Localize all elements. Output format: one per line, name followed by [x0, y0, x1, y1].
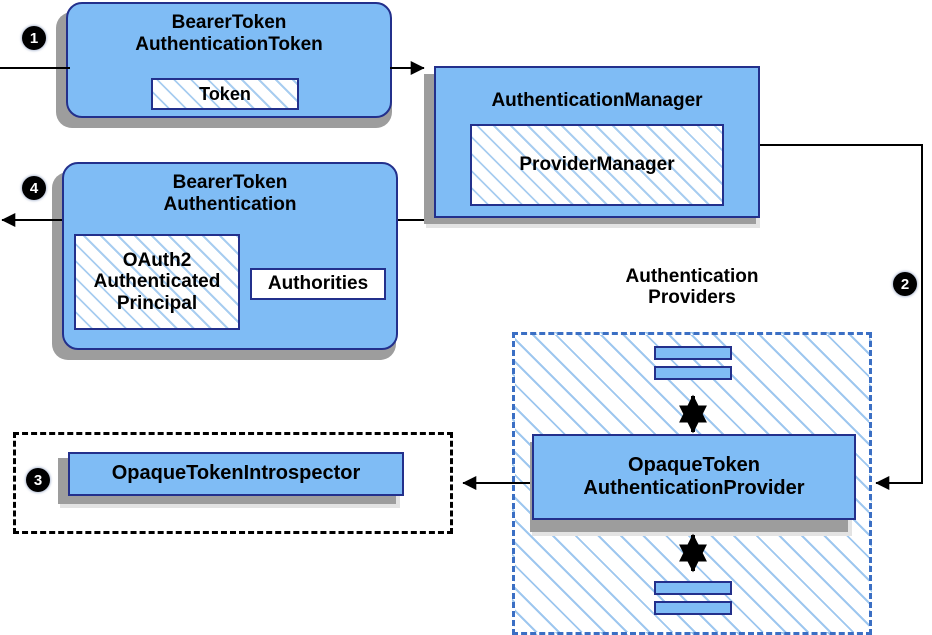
opaque-token-authentication-provider-node[interactable]: OpaqueToken AuthenticationProvider: [532, 434, 856, 520]
authentication-manager-title: AuthenticationManager: [491, 90, 703, 111]
step-badge-4: 4: [22, 176, 46, 200]
provider-bar-top-2: [654, 366, 732, 380]
bearer-token-authentication-token-title: BearerToken AuthenticationToken: [135, 12, 323, 56]
oauth2-authenticated-principal-box: OAuth2 Authenticated Principal: [74, 234, 240, 330]
authorities-box: Authorities: [250, 268, 386, 300]
authentication-providers-label: Authentication Providers: [625, 266, 759, 309]
provider-manager-box: ProviderManager: [470, 124, 724, 206]
step-badge-3: 3: [26, 468, 50, 492]
provider-bar-bottom-1: [654, 581, 732, 595]
step-badge-1: 1: [22, 26, 46, 50]
opaque-token-introspector-node[interactable]: OpaqueTokenIntrospector: [68, 452, 404, 496]
bearer-token-authentication-title: BearerToken Authentication: [163, 172, 297, 216]
introspector-group-container: [13, 432, 453, 534]
token-box: Token: [151, 78, 299, 110]
provider-bar-bottom-2: [654, 601, 732, 615]
step-badge-2: 2: [893, 272, 917, 296]
provider-bar-top-1: [654, 346, 732, 360]
